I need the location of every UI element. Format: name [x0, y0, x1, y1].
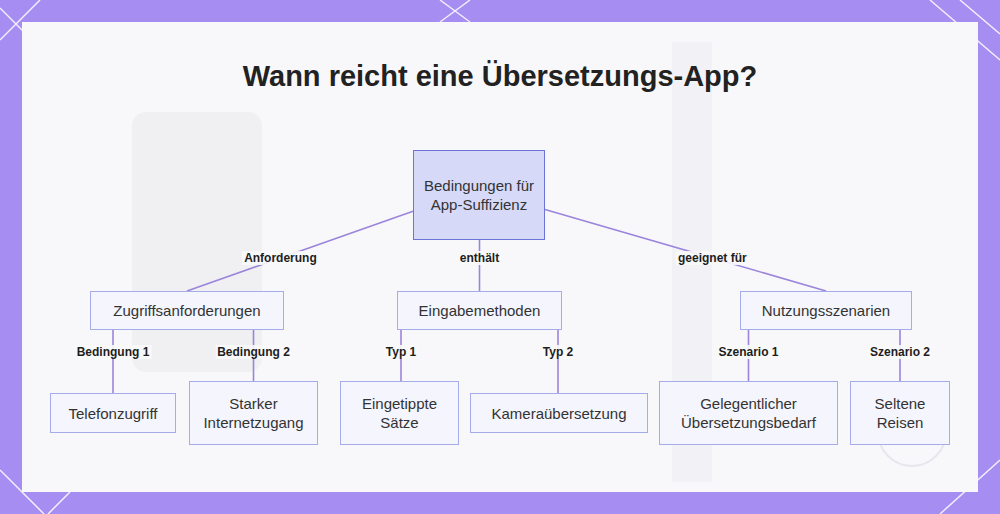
box-text: Telefonzugriff [69, 404, 158, 423]
edge-label: Bedingung 2 [215, 345, 292, 359]
edge-label: Typ 1 [384, 345, 418, 359]
connector-line [187, 211, 413, 291]
connector-line [479, 240, 481, 291]
box-text: Nutzungsszenarien [762, 301, 890, 320]
edge-label: Bedingung 1 [75, 345, 152, 359]
edge-label: Anforderung [242, 251, 319, 265]
edge-label: geeignet für [676, 251, 749, 265]
connector-line [545, 209, 826, 291]
faded-phone [132, 112, 262, 372]
concept-box: Eingetippte Sätze [340, 381, 459, 445]
concept-box: Seltene Reisen [850, 381, 950, 445]
box-text: Eingetippte Sätze [349, 394, 450, 432]
concept-box: Kameraübersetzung [470, 393, 648, 433]
concept-box: Nutzungsszenarien [740, 291, 912, 330]
deco-line [48, 492, 70, 514]
deco-line [440, 0, 470, 22]
deco-line [440, 0, 470, 22]
box-text: Kameraübersetzung [491, 404, 626, 423]
connector-line [557, 330, 559, 393]
box-text: Eingabemethoden [419, 301, 541, 320]
concept-box: Zugriffsanforderungen [90, 291, 284, 330]
concept-box: Gelegentlicher Übersetzungsbedarf [659, 381, 838, 445]
box-text: Gelegentlicher Übersetzungsbedarf [668, 394, 829, 432]
box-text: Bedingungen für App-Suffizienz [422, 176, 536, 214]
edge-label: Typ 2 [541, 345, 575, 359]
diagram-title: Wann reicht eine Übersetzungs-App? [0, 60, 1000, 93]
root-box: Bedingungen für App-Suffizienz [413, 150, 545, 240]
box-text: Zugriffsanforderungen [113, 301, 260, 320]
edge-label: Szenario 2 [868, 345, 932, 359]
concept-box: Eingabemethoden [397, 291, 562, 330]
box-text: Starker Internetzugang [198, 394, 309, 432]
connector-line [112, 330, 114, 393]
concept-box: Starker Internetzugang [189, 381, 318, 445]
edge-label: enthält [458, 251, 501, 265]
concept-box: Telefonzugriff [50, 393, 176, 433]
edge-label: Szenario 1 [716, 345, 780, 359]
box-text: Seltene Reisen [859, 394, 941, 432]
